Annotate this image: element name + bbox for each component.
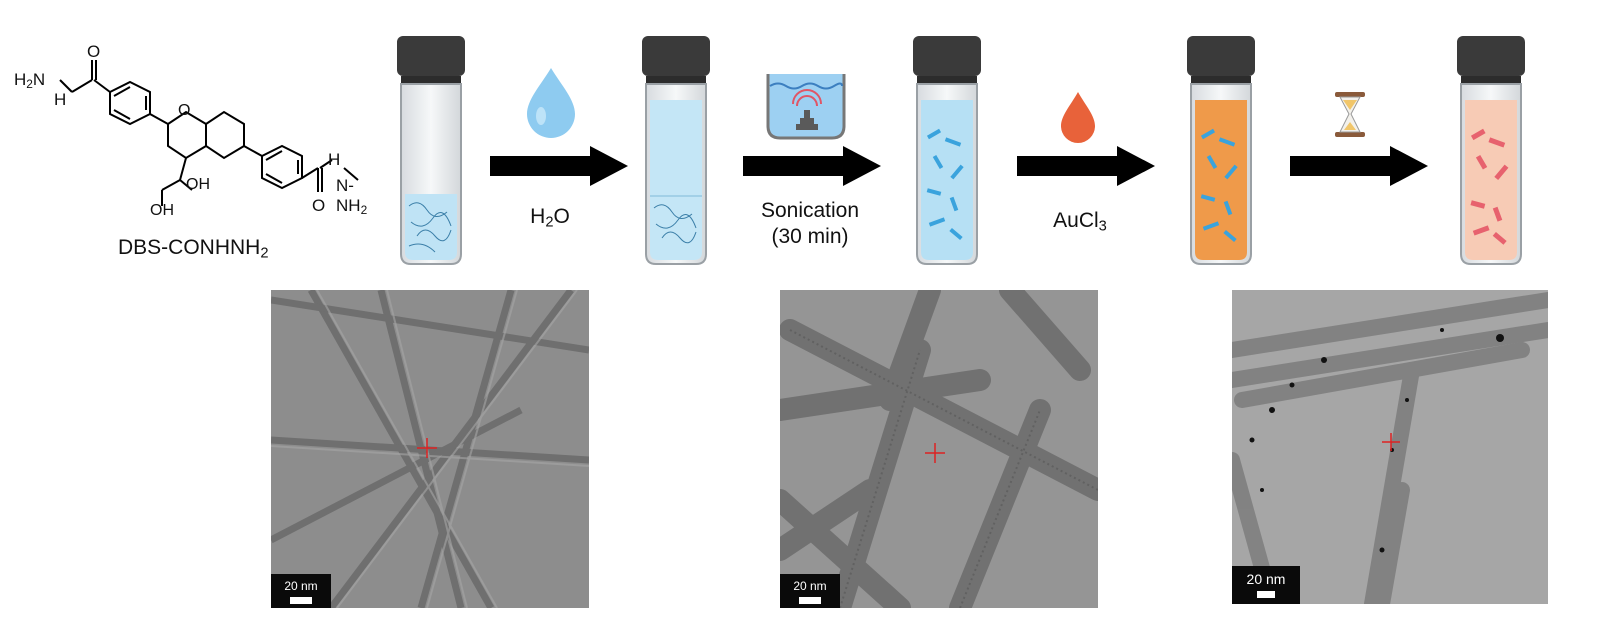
atom-o-ring: O [178,102,191,119]
vial-1 [397,36,465,265]
scalebar-2-label: 20 nm [793,579,827,593]
atom-nh2: N-NH2 [336,176,368,217]
scalebar-1-bar [290,597,312,604]
scalebar-1: 20 nm [271,574,331,608]
atom-o-bottom: O [312,196,326,215]
micrograph-2: 20 nm [780,290,1098,608]
molecule-drawing [59,60,359,206]
scalebar-3: 20 nm [1232,566,1300,604]
water-drop-icon [527,68,575,138]
micrograph-1-image [271,290,589,608]
micrograph-3: 20 nm [1232,290,1548,604]
vial-3 [913,36,981,265]
scalebar-1-label: 20 nm [284,579,318,593]
scalebar-2-bar [799,597,821,604]
micrograph-3-image [1232,290,1548,604]
vial-4 [1187,36,1255,265]
atom-h2n: H2N [14,70,46,91]
atom-o-top: O [87,42,101,61]
atom-h-left: H [54,90,67,109]
micrograph-1: 20 nm [271,290,589,608]
vial-5 [1457,36,1525,265]
vial-2 [642,36,710,265]
arrow-2 [743,146,881,186]
hourglass-icon [1335,92,1365,137]
step-label-water: H2O [530,205,570,231]
atom-h-right: H [328,150,341,169]
gold-drop-icon [1061,92,1095,143]
micrograph-2-image [780,290,1098,608]
process-scheme [397,36,1525,265]
atom-oh-2: OH [150,202,174,219]
arrow-4 [1290,146,1428,186]
arrow-1 [490,146,628,186]
arrow-3 [1017,146,1155,186]
scalebar-2: 20 nm [780,574,840,608]
ultrasonic-bath-icon [766,74,846,140]
scalebar-3-label: 20 nm [1246,571,1286,587]
sonication-line-2: (30 min) [771,225,849,248]
molecule-name: DBS-CONHNH2 [118,236,269,262]
step-label-sonication: Sonication (30 min) [740,198,880,250]
chemical-structure: H2N H O O OH OH H O N-NH2 DBS-CONHNH2 [10,40,380,270]
sonication-line-1: Sonication [760,199,860,222]
atom-oh: OH [186,176,210,193]
scalebar-3-bar [1257,591,1275,598]
step-label-aucl3: AuCl3 [1053,209,1107,235]
